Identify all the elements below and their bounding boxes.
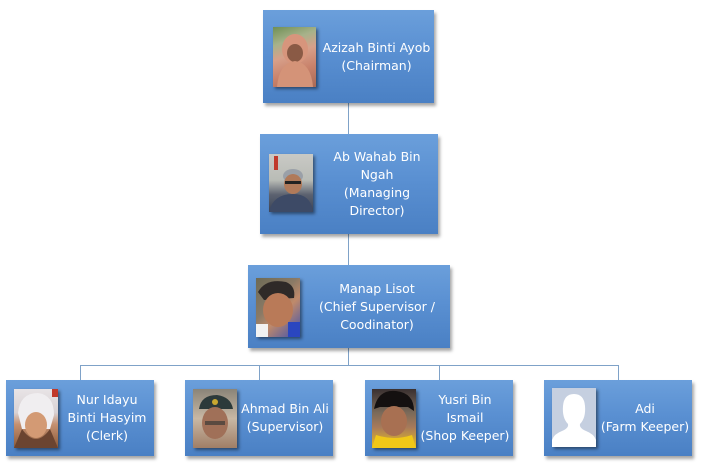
person-name-line-1: Ab Wahab Bin bbox=[333, 149, 421, 164]
connector-bus-clerk bbox=[80, 365, 81, 380]
person-name-line-1: Nur Idayu bbox=[76, 392, 138, 407]
node-label: Manap Lisot (Chief Supervisor / Coodinat… bbox=[304, 265, 450, 348]
person-name-line-2: Binti Hasyim bbox=[67, 410, 147, 425]
org-node-shop-keeper[interactable]: Yusri Bin Ismail (Shop Keeper) bbox=[365, 380, 513, 456]
node-label: Ahmad Bin Ali (Supervisor) bbox=[237, 380, 333, 456]
node-label: Nur Idayu Binti Hasyim (Clerk) bbox=[60, 380, 154, 456]
org-node-farm-keeper[interactable]: Adi (Farm Keeper) bbox=[544, 380, 692, 456]
portrait-photo bbox=[269, 154, 313, 212]
portrait-photo bbox=[273, 27, 316, 87]
node-label: Azizah Binti Ayob (Chairman) bbox=[319, 10, 434, 103]
org-node-chief-supervisor[interactable]: Manap Lisot (Chief Supervisor / Coodinat… bbox=[248, 265, 450, 348]
person-name: Azizah Binti Ayob bbox=[322, 39, 431, 55]
node-label: Adi (Farm Keeper) bbox=[598, 380, 692, 456]
node-label: Yusri Bin Ismail (Shop Keeper) bbox=[417, 380, 513, 456]
person-role: (Supervisor) bbox=[246, 419, 324, 434]
portrait-photo bbox=[193, 389, 237, 448]
org-node-chairman[interactable]: Azizah Binti Ayob (Chairman) bbox=[263, 10, 434, 103]
person-role: (Shop Keeper) bbox=[420, 428, 510, 443]
node-label: Ab Wahab Bin Ngah (Managing Director) bbox=[316, 134, 438, 234]
person-role-line-2: Director) bbox=[349, 203, 405, 218]
connector-chairman-md bbox=[348, 103, 349, 134]
portrait-photo bbox=[256, 278, 300, 337]
connector-bus-supervisor bbox=[259, 365, 260, 380]
person-name-line-2: Ngah bbox=[360, 167, 394, 182]
org-node-managing-director[interactable]: Ab Wahab Bin Ngah (Managing Director) bbox=[260, 134, 438, 234]
person-role: (Chairman) bbox=[341, 57, 412, 73]
person-role-line-1: (Chief Supervisor / bbox=[318, 298, 436, 314]
org-node-clerk[interactable]: Nur Idayu Binti Hasyim (Clerk) bbox=[6, 380, 154, 456]
connector-horizontal-bus bbox=[80, 365, 619, 366]
person-name: Adi bbox=[635, 401, 655, 416]
placeholder-avatar-icon bbox=[552, 388, 596, 447]
person-name: Manap Lisot bbox=[339, 280, 415, 296]
connector-bus-shop-keeper bbox=[439, 365, 440, 380]
org-node-supervisor[interactable]: Ahmad Bin Ali (Supervisor) bbox=[185, 380, 333, 456]
person-role: (Farm Keeper) bbox=[600, 419, 690, 434]
person-role: (Clerk) bbox=[85, 428, 129, 443]
person-role-line-1: (Managing bbox=[343, 185, 411, 200]
person-role-line-2: Coodinator) bbox=[340, 316, 414, 332]
person-name: Ahmad Bin Ali bbox=[241, 401, 329, 416]
connector-md-chief bbox=[348, 234, 349, 265]
person-name-line-2: Ismail bbox=[446, 410, 484, 425]
connector-bus-farm-keeper bbox=[618, 365, 619, 380]
portrait-photo bbox=[372, 389, 416, 448]
connector-chief-bus bbox=[348, 348, 349, 365]
portrait-photo bbox=[14, 389, 58, 448]
person-name-line-1: Yusri Bin bbox=[438, 392, 492, 407]
